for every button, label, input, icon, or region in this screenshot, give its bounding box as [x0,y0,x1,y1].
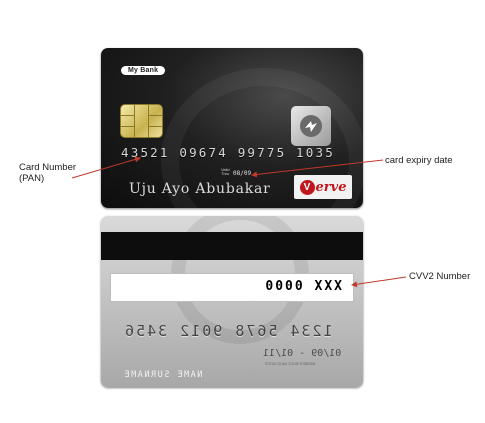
cvv-number: 0000 XXX [265,279,344,294]
verve-text: erve [315,179,347,195]
verve-mark: V [299,179,315,195]
callout-expiry: card expiry date [385,155,453,166]
bank-label: My Bank [121,66,166,75]
magnetic-stripe [101,232,363,260]
expiry-date: 08/09 [233,170,252,177]
back-date-labels: MEMBER SINCE VALID DATES [265,362,316,366]
card-number: 43521 09674 99775 1035 [121,145,335,160]
signature-strip: 0000 XXX [110,273,354,302]
back-embossed-dates: 01/09 - 01/11 [263,348,342,359]
back-embossed-number: 1234 5678 9012 3456 [123,322,333,340]
callout-card-number: Card Number (PAN) [19,162,77,184]
card-back: 0000 XXX 1234 5678 9012 3456 01/09 - 01/… [101,216,363,387]
card-front: My Bank 43521 09674 99775 1035 Valid Thr… [101,48,363,208]
cardholder-name: Uju Ayo Abubakar [129,181,271,197]
back-embossed-name: NAME SURNAME [123,370,203,380]
verve-logo-icon: V erve [294,175,352,199]
valid-thru-label: Valid Thru [221,167,230,176]
callout-cvv: CVV2 Number [409,271,471,282]
hologram-icon [291,106,331,146]
chip-icon [120,104,163,138]
